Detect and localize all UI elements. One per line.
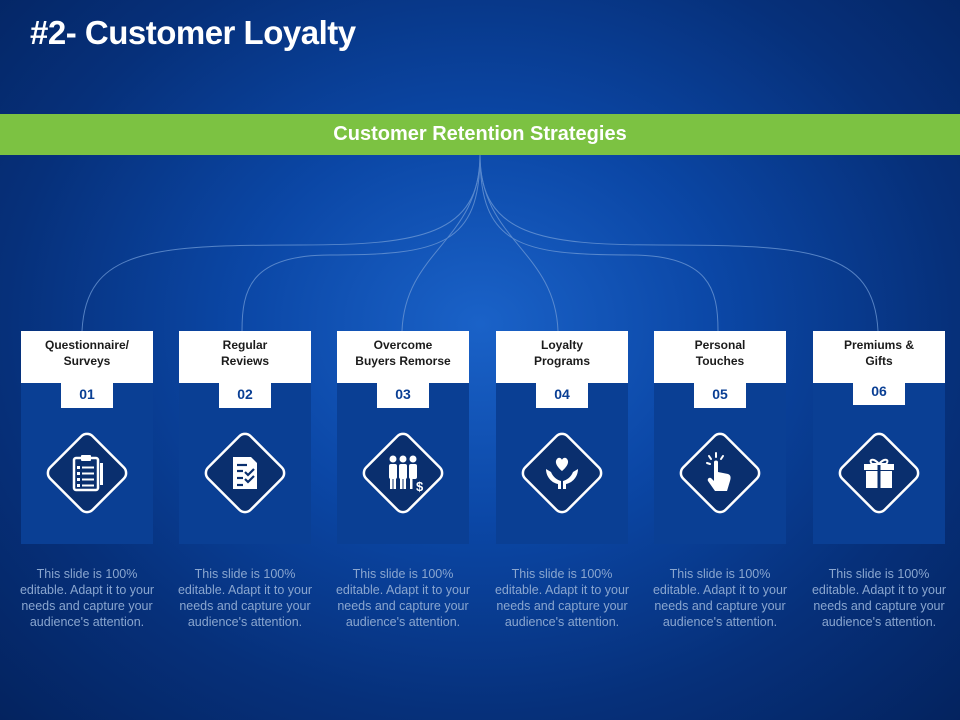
hands-heart-icon bbox=[520, 431, 604, 515]
svg-text:$: $ bbox=[416, 479, 424, 494]
slide-title: #2- Customer Loyalty bbox=[30, 14, 356, 51]
strategies-banner: Customer Retention Strategies bbox=[0, 114, 960, 155]
card-label: Personal Touches bbox=[694, 338, 746, 368]
checklist-icon bbox=[203, 431, 287, 515]
card-label: Premiums & Gifts bbox=[843, 338, 915, 368]
people-dollar-icon: $ bbox=[361, 431, 445, 515]
card-description: This slide is 100% editable. Adapt it to… bbox=[19, 567, 155, 629]
card-label: Regular Reviews bbox=[220, 338, 270, 368]
card-header: Overcome Buyers Remorse bbox=[337, 331, 469, 383]
card-description: This slide is 100% editable. Adapt it to… bbox=[652, 567, 788, 629]
strategy-card-questionnaire: Questionnaire/ Surveys 01 bbox=[21, 331, 153, 544]
card-header: Personal Touches bbox=[654, 331, 786, 383]
card-header: Questionnaire/ Surveys bbox=[21, 331, 153, 383]
card-description: This slide is 100% editable. Adapt it to… bbox=[177, 567, 313, 629]
clipboard-icon bbox=[45, 431, 129, 515]
gift-icon bbox=[837, 431, 921, 515]
strategy-card-reviews: Regular Reviews 02 bbox=[179, 331, 311, 544]
strategy-card-remorse: Overcome Buyers Remorse 03 $ bbox=[337, 331, 469, 544]
card-description: This slide is 100% editable. Adapt it to… bbox=[494, 567, 630, 629]
card-description: This slide is 100% editable. Adapt it to… bbox=[335, 567, 471, 629]
card-number: 05 bbox=[694, 380, 746, 408]
strategy-card-loyalty: Loyalty Programs 04 bbox=[496, 331, 628, 544]
card-number: 01 bbox=[61, 380, 113, 408]
card-number: 06 bbox=[853, 377, 905, 405]
card-label: Questionnaire/ Surveys bbox=[44, 338, 130, 368]
card-label: Overcome Buyers Remorse bbox=[355, 338, 451, 368]
card-header: Regular Reviews bbox=[179, 331, 311, 383]
card-label: Loyalty Programs bbox=[533, 338, 591, 368]
card-description: This slide is 100% editable. Adapt it to… bbox=[811, 567, 947, 629]
hand-pointer-icon bbox=[678, 431, 762, 515]
card-number: 04 bbox=[536, 380, 588, 408]
card-header: Premiums & Gifts bbox=[813, 331, 945, 383]
strategy-card-gifts: Premiums & Gifts 06 bbox=[813, 331, 945, 544]
banner-title: Customer Retention Strategies bbox=[333, 123, 627, 145]
card-number: 03 bbox=[377, 380, 429, 408]
card-number: 02 bbox=[219, 380, 271, 408]
strategy-card-personal: Personal Touches 05 bbox=[654, 331, 786, 544]
card-header: Loyalty Programs bbox=[496, 331, 628, 383]
